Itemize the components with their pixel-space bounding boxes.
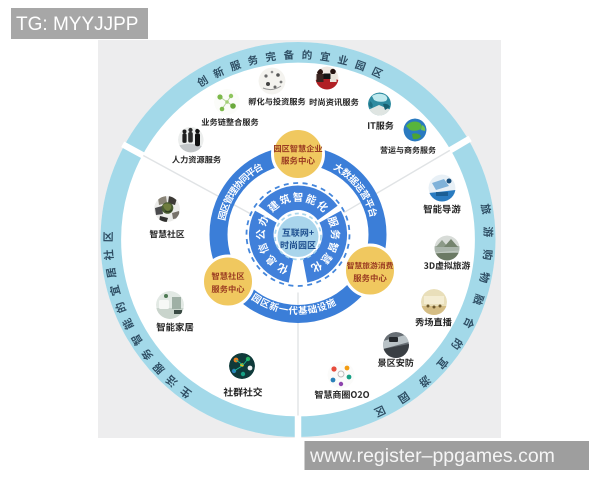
svg-text:TG: MYYJJPP: TG: MYYJJPP: [16, 14, 138, 35]
svg-text:www.register–ppgames.com: www.register–ppgames.com: [309, 445, 555, 467]
